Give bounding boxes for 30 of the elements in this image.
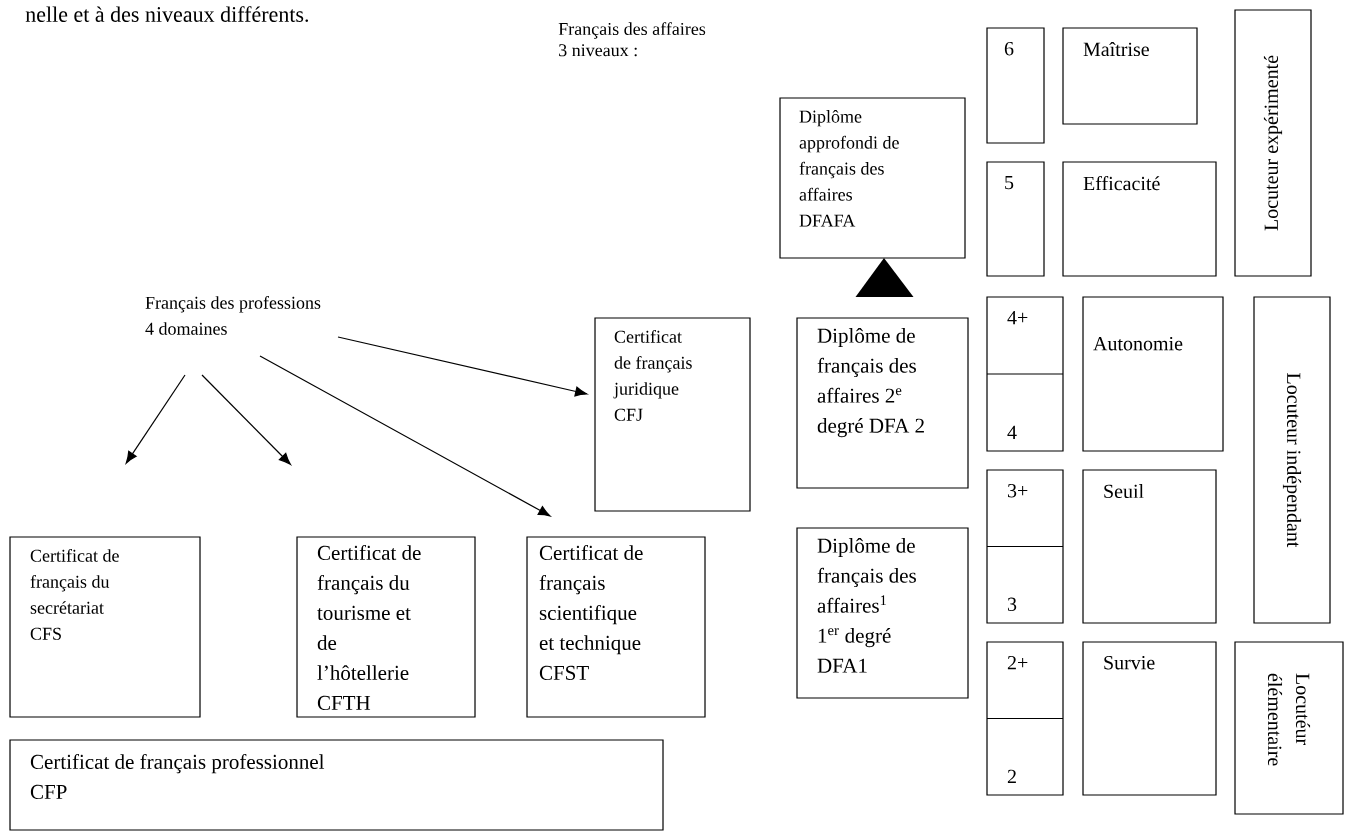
arrow: [259, 355, 551, 517]
level-number-box: 4+ 4: [986, 296, 1064, 452]
heading-text: Français des professions 4 domaines: [145, 296, 321, 335]
arrow: [125, 374, 186, 464]
certificate-box: Certificat de français du secrétariat CFS: [9, 536, 201, 718]
arrow: [337, 336, 588, 397]
speaker-category-box: Locuteur indépendant: [1253, 296, 1331, 624]
level-name-box: Seuil: [1082, 469, 1217, 624]
certificate-box: Certificat de français professionnel CFP: [9, 739, 664, 831]
level-name-box: Survie: [1082, 641, 1217, 796]
heading-text: Français des affaires: [558, 22, 706, 39]
diploma-box: Diplôme de français des affaires$^{1}$ 1$^{er}$ degré DFA1: [796, 527, 969, 699]
level-number-box: 6: [986, 27, 1045, 144]
heading-text: 3 niveaux :: [559, 44, 637, 57]
arrowhead: [855, 258, 914, 297]
level-number-box: 2+ 2: [986, 641, 1064, 796]
certificate-box: Certificat de français du tourisme et de l’hôtellerie CFTH: [296, 536, 476, 718]
level-name-box: Autonomie: [1082, 296, 1224, 452]
level-name-box: Maîtrise: [1062, 27, 1198, 125]
arrow: [201, 374, 291, 465]
speaker-category-box: Locutéur élémentaire: [1234, 641, 1344, 815]
level-name-box: Efficacité: [1062, 161, 1217, 277]
level-number-box: 3+ 3: [986, 469, 1064, 624]
certificate-box: Certificat de français scientifique et technique CFST: [526, 536, 706, 718]
speaker-category-box: Locuteur expérimenté: [1234, 9, 1312, 277]
diploma-box: Diplôme approfondi de français des affaires DFAFA: [779, 97, 966, 259]
body-text: nelle et à des niveaux différents.: [25, 6, 309, 22]
certificate-box: Certificat de français juridique CFJ: [594, 317, 751, 512]
level-number-box: 5: [986, 161, 1045, 277]
diploma-box: Diplôme de français des affaires 2$^{e}$ degré DFA 2: [796, 317, 969, 489]
